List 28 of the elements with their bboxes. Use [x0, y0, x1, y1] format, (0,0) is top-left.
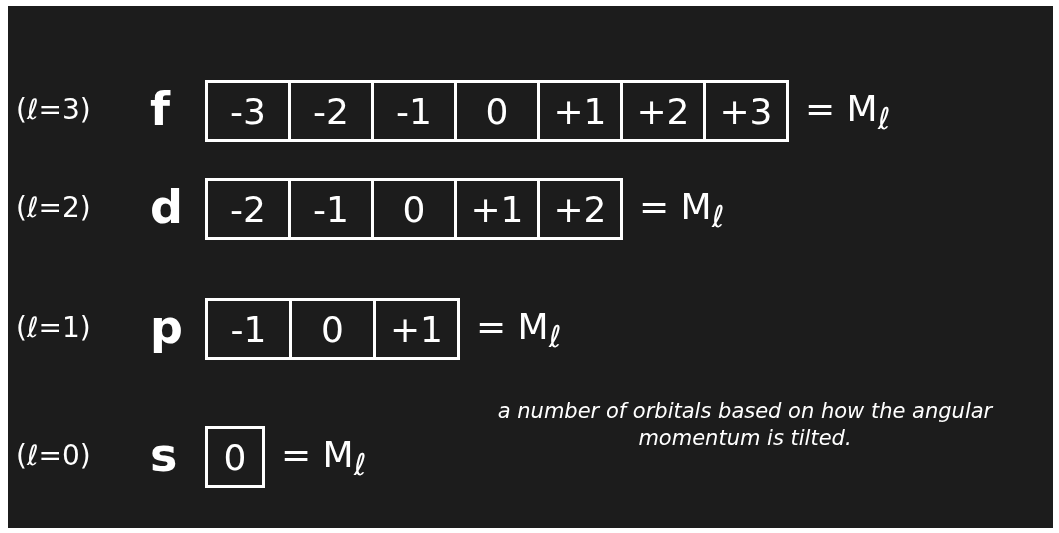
orbital-cell: -2	[288, 80, 374, 142]
magnetic-quantum-number-label: = M$_{ℓ}$	[281, 437, 367, 481]
quantum-number-label: (ℓ=1)	[16, 314, 91, 342]
caption-text: a number of orbitals based on how the angular momentum is tilted.	[496, 398, 994, 453]
orbital-cell: +1	[537, 80, 623, 142]
orbital-cell: 0	[205, 426, 265, 488]
orbital-cell: 0	[289, 298, 376, 360]
quantum-number-label: (ℓ=0)	[16, 442, 91, 470]
subshell-letter: f	[150, 86, 170, 132]
orbital-cell: +1	[454, 178, 540, 240]
magnetic-quantum-number-label: = M$_{ℓ}$	[639, 189, 725, 233]
subshell-letter: d	[150, 184, 183, 230]
orbital-cell: -3	[205, 80, 291, 142]
orbital-cell: +1	[373, 298, 460, 360]
subshell-letter: s	[150, 432, 178, 478]
orbital-cell: -1	[205, 298, 292, 360]
orbital-cell: +2	[537, 178, 623, 240]
magnetic-quantum-number-label: = M$_{ℓ}$	[476, 309, 562, 353]
quantum-number-label: (ℓ=2)	[16, 194, 91, 222]
orbital-cell: 0	[454, 80, 540, 142]
orbital-cell: +2	[620, 80, 706, 142]
orbital-cell: -1	[288, 178, 374, 240]
orbital-cell: +3	[703, 80, 789, 142]
orbital-cell: -2	[205, 178, 291, 240]
orbital-cell: 0	[371, 178, 457, 240]
quantum-number-label: (ℓ=3)	[16, 96, 91, 124]
orbital-cell: -1	[371, 80, 457, 142]
magnetic-quantum-number-label: = M$_{ℓ}$	[805, 91, 891, 135]
